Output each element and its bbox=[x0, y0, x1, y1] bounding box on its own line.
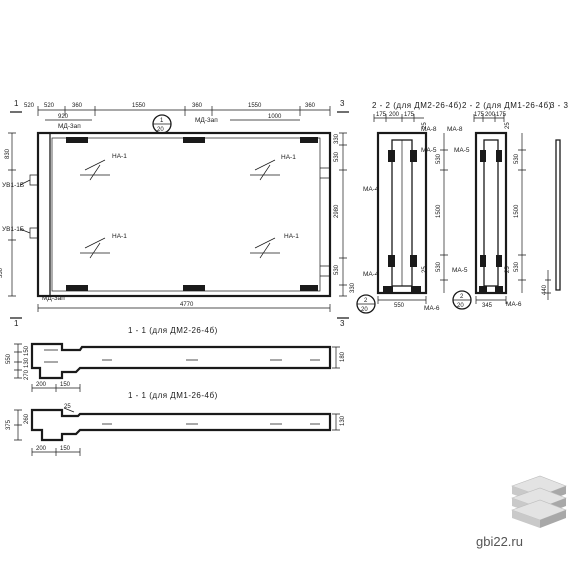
na1-label-4: НА-1 bbox=[284, 233, 299, 240]
right-dim-5: 330 bbox=[350, 282, 356, 293]
md3-label-1: МД-3ап bbox=[58, 123, 81, 130]
cut-mark-left-top: 1 bbox=[14, 99, 19, 108]
ub-label-1: УВ1-1Б bbox=[2, 182, 24, 189]
section-2a-title: 2 - 2 (для ДМ2-26-4б) bbox=[372, 101, 462, 110]
top-dim-2: 360 bbox=[72, 103, 83, 109]
section-2a-right-dim-3: 530 bbox=[436, 261, 442, 272]
right-dim-3: 2980 bbox=[334, 204, 340, 218]
section-3-dim: 440 bbox=[542, 284, 548, 295]
section-1a-right-dim: 180 bbox=[340, 351, 346, 362]
right-dim-2: 530 bbox=[334, 151, 340, 162]
section-3-3: 3 - 3 440 bbox=[542, 101, 569, 300]
section-circle-top-ref: 20 bbox=[157, 127, 164, 133]
svg-text:20: 20 bbox=[361, 307, 368, 313]
top-dim-6: 360 bbox=[305, 103, 316, 109]
section-2b-top-dim-3: 175 bbox=[496, 112, 507, 118]
cut-mark-right-bottom: 3 bbox=[340, 319, 345, 328]
md3-label-2: МД-3ап bbox=[195, 117, 218, 124]
top-dim-3: 1550 bbox=[132, 103, 146, 109]
section-2a-top-dim-3: 175 bbox=[404, 112, 415, 118]
bottom-dim: 4770 bbox=[180, 302, 194, 308]
cut-mark-right-top: 3 bbox=[340, 99, 345, 108]
section-2a-label-2: МА-5 bbox=[421, 147, 437, 154]
na1-label-2: НА-1 bbox=[281, 154, 296, 161]
section-2a-right-dim-1: 530 bbox=[436, 153, 442, 164]
section-2b-top-dim-2: 200 bbox=[485, 112, 496, 118]
plan-view: МД-3ап МД-3ап МД-3ап НА-1 НА-1 НА-1 НА-1… bbox=[0, 99, 356, 328]
section-3-title: 3 - 3 bbox=[550, 101, 569, 110]
section-2a-mark-1: 25 bbox=[422, 122, 428, 129]
top-dim-1: 520 bbox=[44, 103, 55, 109]
right-dim-4: 530 bbox=[334, 264, 340, 275]
section-1-1-dm1: 1 - 1 (для ДМ1-26-4б) 25 375 260 200 150… bbox=[6, 391, 346, 456]
top-dim-second-1: 920 bbox=[58, 114, 69, 120]
watermark-text: gbi22.ru bbox=[476, 534, 523, 549]
cut-mark-left-bottom: 1 bbox=[14, 319, 19, 328]
section-2a-mark-2: 25 bbox=[422, 266, 428, 273]
section-1a-left-dim-4: 270 bbox=[24, 369, 30, 380]
top-dim-4: 360 bbox=[192, 103, 203, 109]
na1-label-1: НА-1 bbox=[112, 153, 127, 160]
section-1b-bottom-dim-1: 200 bbox=[36, 446, 47, 452]
section-2b-label-4: МА-6 bbox=[506, 301, 522, 308]
section-circle-bottom: 2 20 bbox=[356, 294, 376, 314]
section-1a-bottom-dim-1: 200 bbox=[36, 382, 47, 388]
section-2b-circle-ref: 20 bbox=[457, 303, 464, 309]
section-2a-label-1: МА-8 bbox=[421, 126, 437, 133]
section-2a-top-dim-2: 200 bbox=[389, 112, 400, 118]
right-dim-1: 330 bbox=[334, 133, 340, 144]
section-1a-title: 1 - 1 (для ДМ2-26-4б) bbox=[128, 326, 218, 335]
section-1b-left-dim-1: 375 bbox=[6, 419, 12, 430]
section-1a-bottom-dim-2: 150 bbox=[60, 382, 71, 388]
section-2a-bottom-dim: 550 bbox=[394, 303, 405, 309]
section-2a-label-3: МА-4 bbox=[363, 186, 379, 193]
section-2b-title: 2 - 2 (для ДМ1-26-4б) bbox=[462, 101, 552, 110]
svg-text:2: 2 bbox=[364, 298, 368, 304]
section-2a-right-dim-2: 1500 bbox=[436, 204, 442, 218]
top-dim-7: 520 bbox=[24, 103, 35, 109]
section-2b-right-dim-3: 530 bbox=[514, 261, 520, 272]
section-circle-top-num: 1 bbox=[160, 118, 164, 124]
section-1a-left-dim-1: 550 bbox=[6, 353, 12, 364]
top-dim-second-2: 1000 bbox=[268, 114, 282, 120]
section-2a-label-5: МА-6 bbox=[424, 305, 440, 312]
left-dim-1: 830 bbox=[5, 148, 11, 159]
section-1b-mark: 25 bbox=[64, 404, 71, 410]
section-1-1-dm2: 1 - 1 (для ДМ2-26-4б) 550 150 130 270 20… bbox=[6, 326, 346, 392]
section-1b-title: 1 - 1 (для ДМ1-26-4б) bbox=[128, 391, 218, 400]
ub-label-2: УВ1-1Б bbox=[2, 226, 24, 233]
section-2b-circle-num: 2 bbox=[460, 294, 464, 300]
section-2b-top-dim-1: 175 bbox=[474, 112, 485, 118]
section-1b-bottom-dim-2: 150 bbox=[60, 446, 71, 452]
gbi-logo-icon bbox=[511, 475, 567, 528]
section-1a-left-dim-2: 150 bbox=[24, 345, 30, 356]
section-2-2-dm1: 2 - 2 (для ДМ1-26-4б) 175 200 175 МА-8 М… bbox=[447, 101, 552, 310]
section-2a-top-dim-1: 175 bbox=[376, 112, 387, 118]
section-2b-bottom-dim: 345 bbox=[482, 303, 493, 309]
section-2b-right-dim-2: 1500 bbox=[514, 204, 520, 218]
section-2b-label-2: МА-5 bbox=[454, 147, 470, 154]
section-1a-left-dim-3: 130 bbox=[24, 357, 30, 368]
section-1b-right-dim: 130 bbox=[340, 415, 346, 426]
section-2a-label-4: МА-4 bbox=[363, 271, 379, 278]
section-2b-right-dim-1: 530 bbox=[514, 153, 520, 164]
na1-label-3: НА-1 bbox=[112, 233, 127, 240]
top-dim-5: 1550 bbox=[248, 103, 262, 109]
section-2b-label-3: МА-5 bbox=[452, 267, 468, 274]
section-2-2-dm2: 2 - 2 (для ДМ2-26-4б) 175 200 175 МА-8 М… bbox=[363, 101, 462, 312]
md3-label-3: МД-3ап bbox=[42, 295, 65, 302]
left-dim-3: 530 bbox=[0, 267, 4, 278]
section-2b-mark-2: 25 bbox=[505, 266, 511, 273]
section-2b-mark-1: 25 bbox=[505, 122, 511, 129]
section-1b-left-dim-2: 260 bbox=[24, 413, 30, 424]
section-2b-label-1: МА-8 bbox=[447, 126, 463, 133]
